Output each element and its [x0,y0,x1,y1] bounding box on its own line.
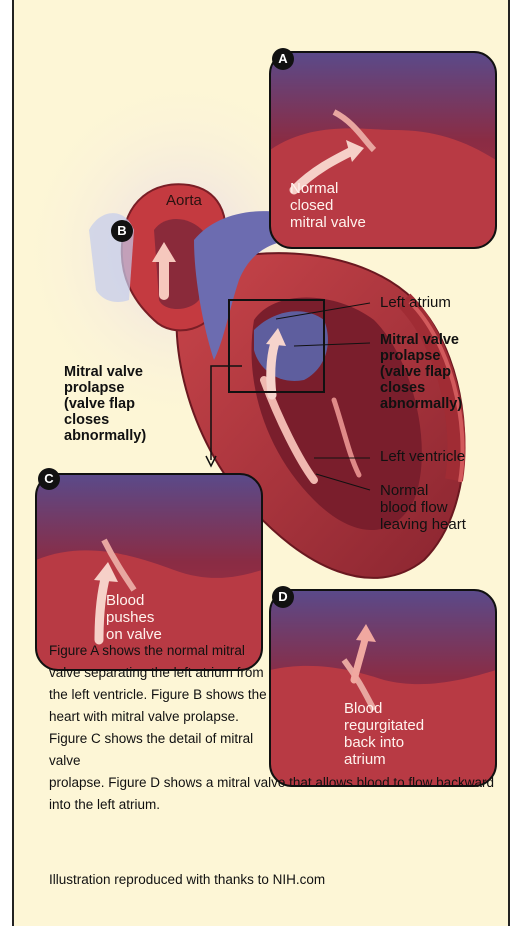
caption-part2: prolapse. Figure D shows a mitral valve … [49,772,509,816]
caption-part1: Figure A shows the normal mitral valve s… [49,640,271,772]
label-left-ventricle: Left ventricle [380,448,465,465]
illustration-frame: A B C D Aorta Left atrium Mitral valve p… [12,0,510,926]
label-normal-blood-flow: Normal blood flow leaving heart [380,482,466,533]
label-mitral-prolapse-right: Mitral valve prolapse (valve flap closes… [380,332,462,412]
label-left-atrium: Left atrium [380,294,451,311]
badge-c: C [38,468,60,490]
label-aorta: Aorta [166,192,202,209]
badge-a: A [272,48,294,70]
badge-b: B [111,220,133,242]
label-blood-pushes: Blood pushes on valve [106,592,162,643]
illustration-credit: Illustration reproduced with thanks to N… [49,872,325,887]
label-mitral-prolapse-left: Mitral valve prolapse (valve flap closes… [64,364,146,444]
figure-caption: Figure A shows the normal mitral valve s… [49,640,509,816]
badge-d: D [272,586,294,608]
label-normal-closed-valve: Normal closed mitral valve [290,180,366,231]
